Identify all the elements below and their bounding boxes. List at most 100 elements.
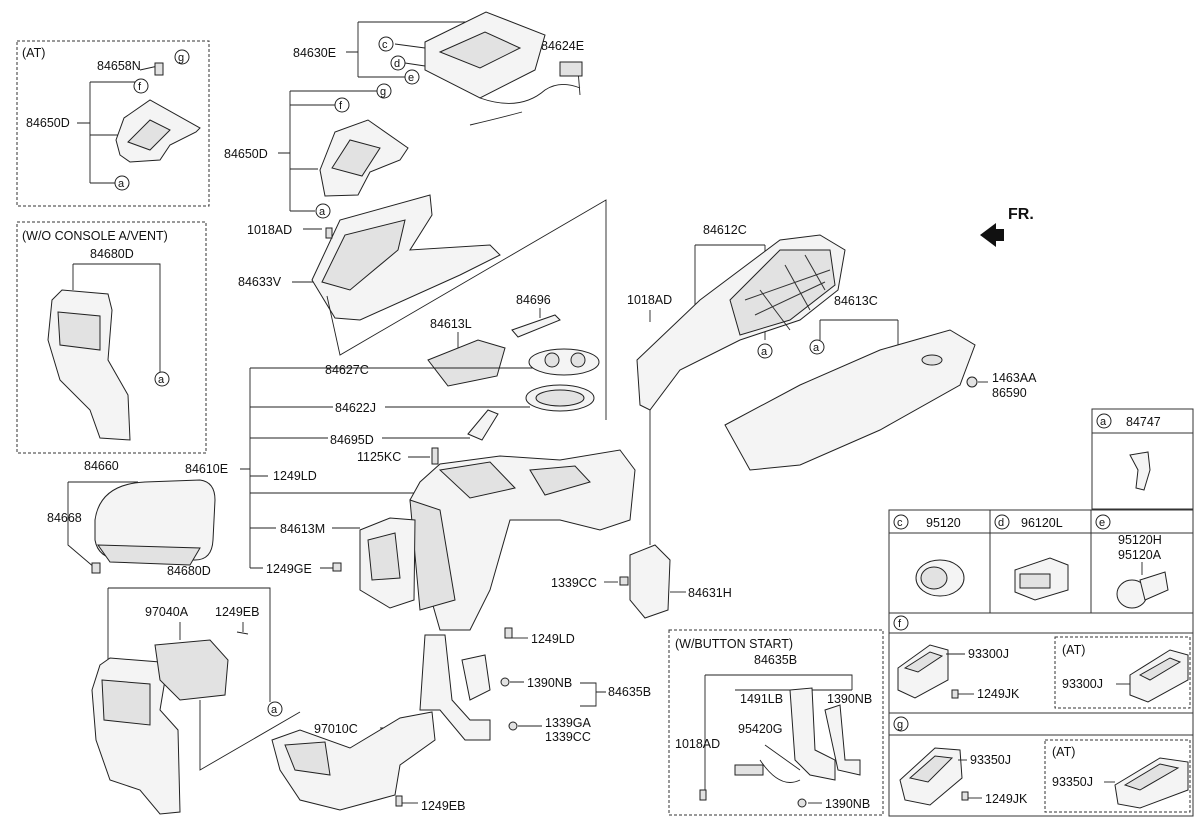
part-1339CC-lower: 1339CC [545,730,591,744]
lower-bracket-duct: 1390NB 84635B 97010C 1339GA 1339CC 1249E… [271,634,651,813]
part-1249EB-upper: 1249EB [215,605,259,619]
svg-text:g: g [380,86,386,98]
ref-circle-f-at: f [133,78,149,94]
table-part-95120H: 95120H [1118,533,1162,547]
part-84631H: 84631H [688,586,732,600]
side-panels: 84612C 1018AD a 84613C a 1463AA 86590 13… [551,223,1037,619]
ref-circle-a-at: a [114,175,130,191]
part-84610E: 84610E [185,462,228,476]
svg-text:a: a [761,346,768,358]
table-part-84747: 84747 [1126,415,1161,429]
svg-text:d: d [394,58,400,70]
part-84635B: 84635B [608,685,651,699]
part-84613L: 84613L [430,317,472,331]
svg-text:a: a [319,206,326,218]
armrest-assembly: 84660 84668 [47,459,216,574]
front-console-assembly: 84650D 1018AD 84633V f g a [224,83,501,321]
part-95420G: 95420G [738,722,782,736]
ref-circle-a-side2: a [809,339,825,355]
part-84650D: 84650D [224,147,268,161]
at-box-label: (AT) [22,46,45,60]
part-84650D-at: 84650D [26,116,70,130]
part-97040A: 97040A [145,605,189,619]
part-84660: 84660 [84,459,119,473]
front-arrow-icon [980,223,1004,247]
part-84695D: 84695D [330,433,374,447]
part-1249GE: 1249GE [266,562,312,576]
at-inner-f-label: (AT) [1062,643,1085,657]
svg-text:a: a [118,178,125,190]
table-part-93300J-at: 93300J [1062,677,1103,691]
wo-console-vent-box: (W/O CONSOLE A/VENT) 84680D a [16,221,207,454]
svg-text:a: a [813,342,820,354]
front-label: FR. [1008,206,1034,223]
table-part-95120: 95120 [926,516,961,530]
table-letter-d: d [998,517,1004,529]
part-84635B-bs: 84635B [754,653,797,667]
ref-circle-a-front: a [315,203,331,219]
part-84622J: 84622J [335,401,376,415]
at-inner-g-label: (AT) [1052,745,1075,759]
wo-console-label: (W/O CONSOLE A/VENT) [22,229,168,243]
table-screw-1249JK-f: 1249JK [977,687,1020,701]
rear-cover-with-vent: 84680D 97040A 1249EB a [91,564,301,815]
ref-circle-d: d [390,55,406,71]
part-84680D-vent: 84680D [167,564,211,578]
part-84613M: 84613M [280,522,325,536]
table-part-93300J: 93300J [968,647,1009,661]
table-letter-a: a [1100,416,1107,428]
part-1390NB-center: 1390NB [527,676,572,690]
part-1249LD-lower: 1249LD [531,632,575,646]
svg-text:f: f [339,100,343,112]
svg-text:a: a [271,704,278,716]
part-1339CC: 1339CC [551,576,597,590]
ref-circle-a-side: a [757,343,773,359]
part-84658N: 84658N [97,59,141,73]
front-direction-indicator: FR. [980,206,1034,247]
svg-text:e: e [408,72,414,84]
table-letter-f: f [898,618,902,630]
part-1491LB: 1491LB [740,692,783,706]
table-letter-g: g [897,719,903,731]
ref-circle-f: f [334,97,350,113]
part-84627C: 84627C [325,363,369,377]
svg-text:a: a [158,374,165,386]
svg-text:c: c [382,39,388,51]
main-console-assembly: 84696 84613L 84627C 84622J 84695D 1125KC… [185,199,636,646]
table-screw-1249JK-g: 1249JK [985,792,1028,806]
part-1018AD-left: 1018AD [247,223,292,237]
part-1390NB-bs-top: 1390NB [827,692,872,706]
ref-circle-c: c [378,36,394,52]
ref-circle-g-at: g [174,49,190,65]
upper-tray-assembly: 84630E 84624E c d e [293,11,584,126]
part-1125KC: 1125KC [357,450,401,464]
table-letter-e: e [1099,517,1105,529]
button-start-label: (W/BUTTON START) [675,637,793,651]
table-part-95120A: 95120A [1118,548,1162,562]
table-part-93350J: 93350J [970,753,1011,767]
part-97010C: 97010C [314,722,358,736]
part-84612C: 84612C [703,223,747,237]
ref-circle-e: e [404,69,420,85]
table-part-93350J-at: 93350J [1052,775,1093,789]
part-1249LD-left: 1249LD [273,469,317,483]
ref-circle-a-wo: a [154,371,170,387]
table-letter-c: c [897,517,903,529]
part-84633V: 84633V [238,275,282,289]
part-1463AA: 1463AA [992,371,1037,385]
part-1018AD-bs: 1018AD [675,737,720,751]
svg-text:f: f [138,81,142,93]
ref-circle-g: g [376,83,392,99]
reference-table: a 84747 c 95120 d 96120L e 95120H 95120A… [888,408,1194,817]
part-84624E: 84624E [541,39,584,53]
table-part-96120L: 96120L [1021,516,1063,530]
part-1390NB-bs-bottom: 1390NB [825,797,870,811]
svg-text:g: g [178,52,184,64]
part-86590: 86590 [992,386,1027,400]
part-84696: 84696 [516,293,551,307]
part-84680D-wo: 84680D [90,247,134,261]
part-1249EB-lower: 1249EB [421,799,465,813]
button-start-box: (W/BUTTON START) 84635B 1491LB 1390NB 95… [668,629,884,816]
